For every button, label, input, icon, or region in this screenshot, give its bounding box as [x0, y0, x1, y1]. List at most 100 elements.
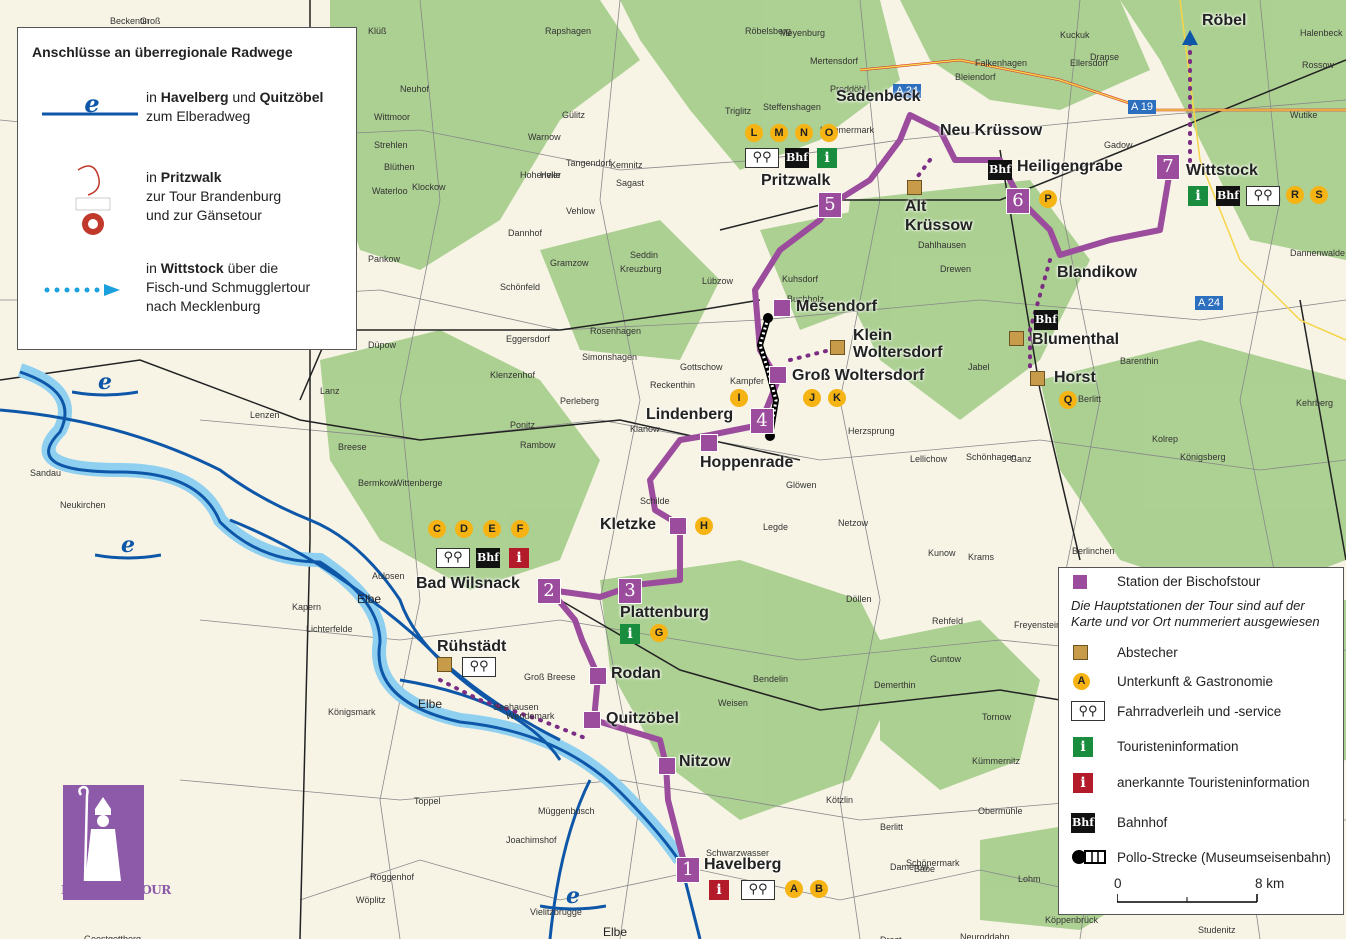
- bhf-icon-bad-wilsnack[interactable]: Bhf: [476, 548, 500, 568]
- small-place-label: Ellersdorf: [1070, 58, 1109, 68]
- service-letter-m[interactable]: M: [770, 124, 788, 142]
- small-place-label: Seddin: [630, 250, 659, 260]
- detour-marker-klein-woltersdorf[interactable]: [830, 340, 845, 355]
- bike-icon-havelberg[interactable]: ⚲⚲: [741, 880, 775, 900]
- service-letter-o[interactable]: O: [820, 124, 838, 142]
- small-place-label: Kötzlin: [826, 795, 854, 805]
- station-number-4[interactable]: 4: [750, 408, 774, 434]
- elberadweg-logo-icon: e: [95, 535, 161, 560]
- small-place-label: Groß Breese: [524, 672, 576, 682]
- station-number-6[interactable]: 6: [1006, 188, 1030, 214]
- elberadweg-logo-icon: e: [42, 94, 138, 118]
- detour-marker-horst[interactable]: [1030, 371, 1045, 386]
- service-letter-h[interactable]: H: [695, 517, 713, 535]
- small-place-label: Drewen: [940, 264, 972, 274]
- route-stop-hoppenrade[interactable]: [700, 434, 718, 452]
- bike-icon-bad-wilsnack[interactable]: ⚲⚲: [436, 548, 470, 568]
- small-place-label: Falkenhagen: [975, 58, 1028, 68]
- route-stop-quitzoebel[interactable]: [583, 711, 601, 729]
- route-label-blumenthal: Blumenthal: [1032, 331, 1120, 348]
- legend-lodging-label: Unterkunft & Gastronomie: [1117, 674, 1274, 689]
- service-letter-e[interactable]: E: [483, 520, 501, 538]
- small-place-label: Studenitz: [1198, 925, 1236, 935]
- bhf-icon-blumenthal[interactable]: Bhf: [1034, 310, 1058, 330]
- service-letter-r[interactable]: R: [1286, 186, 1304, 204]
- small-place-label: Tornow: [982, 712, 1012, 722]
- small-place-label: Kuhsdorf: [782, 274, 819, 284]
- small-place-label: Berlitt: [1078, 394, 1102, 404]
- route-label-gross-woltersdorf: Groß Woltersdorf: [792, 367, 925, 384]
- small-place-label: Kümmernitz: [972, 756, 1021, 766]
- bhf-icon-wittstock[interactable]: Bhf: [1216, 186, 1240, 206]
- bike-icon-pritzwalk[interactable]: ⚲⚲: [745, 148, 779, 168]
- service-letter-a[interactable]: A: [785, 880, 803, 898]
- small-place-label: Weisen: [718, 698, 748, 708]
- station-number-1[interactable]: 1: [676, 857, 700, 883]
- detour-marker-blumenthal[interactable]: [1009, 331, 1024, 346]
- small-place-label: Klockow: [412, 182, 446, 192]
- small-place-label: Klenzenhof: [490, 370, 536, 380]
- small-place-label: Helle: [540, 170, 561, 180]
- service-letter-l[interactable]: L: [745, 124, 763, 142]
- route-stop-mesendorf[interactable]: [773, 299, 791, 317]
- small-place-label: Königsberg: [1180, 452, 1226, 462]
- detour-marker-alt-kruessow[interactable]: [907, 180, 922, 195]
- service-letter-j[interactable]: J: [803, 389, 821, 407]
- route-stop-gross-woltersdorf[interactable]: [769, 366, 787, 384]
- legend-lodging-swatch: A: [1073, 673, 1090, 690]
- service-letter-f[interactable]: F: [511, 520, 529, 538]
- rivers: [0, 370, 702, 939]
- info-icon-plattenburg[interactable]: i: [620, 624, 640, 644]
- info-icon-wittstock[interactable]: i: [1188, 186, 1208, 206]
- service-letter-p[interactable]: P: [1039, 190, 1057, 208]
- small-place-label: Simonshagen: [582, 352, 638, 362]
- info-icon-pritzwalk[interactable]: i: [817, 148, 837, 168]
- small-place-label: Klüß: [368, 26, 387, 36]
- service-letter-c[interactable]: C: [428, 520, 446, 538]
- route-stop-nitzow[interactable]: [658, 757, 676, 775]
- recognized-info-icon-bad-wilsnack[interactable]: i: [509, 548, 529, 568]
- service-letter-g[interactable]: G: [650, 624, 668, 642]
- small-place-label: Röbelsberg: [745, 26, 792, 36]
- detour-paths: [438, 38, 1192, 742]
- station-number-7[interactable]: 7: [1156, 154, 1180, 180]
- route-label-rodan: Rodan: [611, 665, 661, 682]
- small-place-label: Berlinchen: [1072, 546, 1115, 556]
- small-place-label: Schwarzwasser: [706, 848, 770, 858]
- route-stop-kletzke[interactable]: [669, 517, 687, 535]
- bhf-icon-heiligengrabe[interactable]: Bhf: [988, 160, 1012, 180]
- service-letter-s[interactable]: S: [1310, 186, 1328, 204]
- station-number-5[interactable]: 5: [818, 192, 842, 218]
- station-number-3[interactable]: 3: [618, 578, 642, 604]
- small-place-label: Vehlow: [566, 206, 596, 216]
- small-place-label: Neuroddahn: [960, 932, 1010, 939]
- station-number-2[interactable]: 2: [537, 578, 561, 604]
- legend-scale-eight: 8 km: [1255, 876, 1285, 891]
- small-place-label: Glöwen: [786, 480, 817, 490]
- detour-marker-ruehstaedt[interactable]: [437, 657, 452, 672]
- route-stop-rodan[interactable]: [589, 667, 607, 685]
- legend-info-icon: i: [1073, 737, 1093, 757]
- service-letter-d[interactable]: D: [455, 520, 473, 538]
- bike-icon-wittstock[interactable]: ⚲⚲: [1246, 186, 1280, 206]
- legend-station-label: Station der Bischofstour: [1117, 574, 1261, 589]
- route-label-horst: Horst: [1054, 369, 1096, 386]
- service-letter-q[interactable]: Q: [1059, 391, 1077, 409]
- recognized-info-icon-havelberg[interactable]: i: [709, 880, 729, 900]
- small-place-label: Schönermark: [906, 858, 960, 868]
- small-place-label: Babe: [914, 864, 936, 874]
- service-letter-b[interactable]: B: [810, 880, 828, 898]
- legend-note: Die Hauptstationen der Tour sind auf der…: [1071, 598, 1320, 629]
- service-letter-n[interactable]: N: [795, 124, 813, 142]
- bhf-icon-pritzwalk[interactable]: Bhf: [785, 148, 809, 168]
- small-place-label: Rehfeld: [932, 616, 964, 626]
- bike-icon-ruehstaedt[interactable]: ⚲⚲: [462, 657, 496, 677]
- detour-label-klein-woltersdorf: Klein Woltersdorf: [853, 327, 943, 361]
- service-letter-i[interactable]: I: [730, 389, 748, 407]
- small-place-label: Kreuzburg: [620, 264, 662, 274]
- service-letter-k[interactable]: K: [828, 389, 846, 407]
- small-place-label: Dahlhausen: [918, 240, 967, 250]
